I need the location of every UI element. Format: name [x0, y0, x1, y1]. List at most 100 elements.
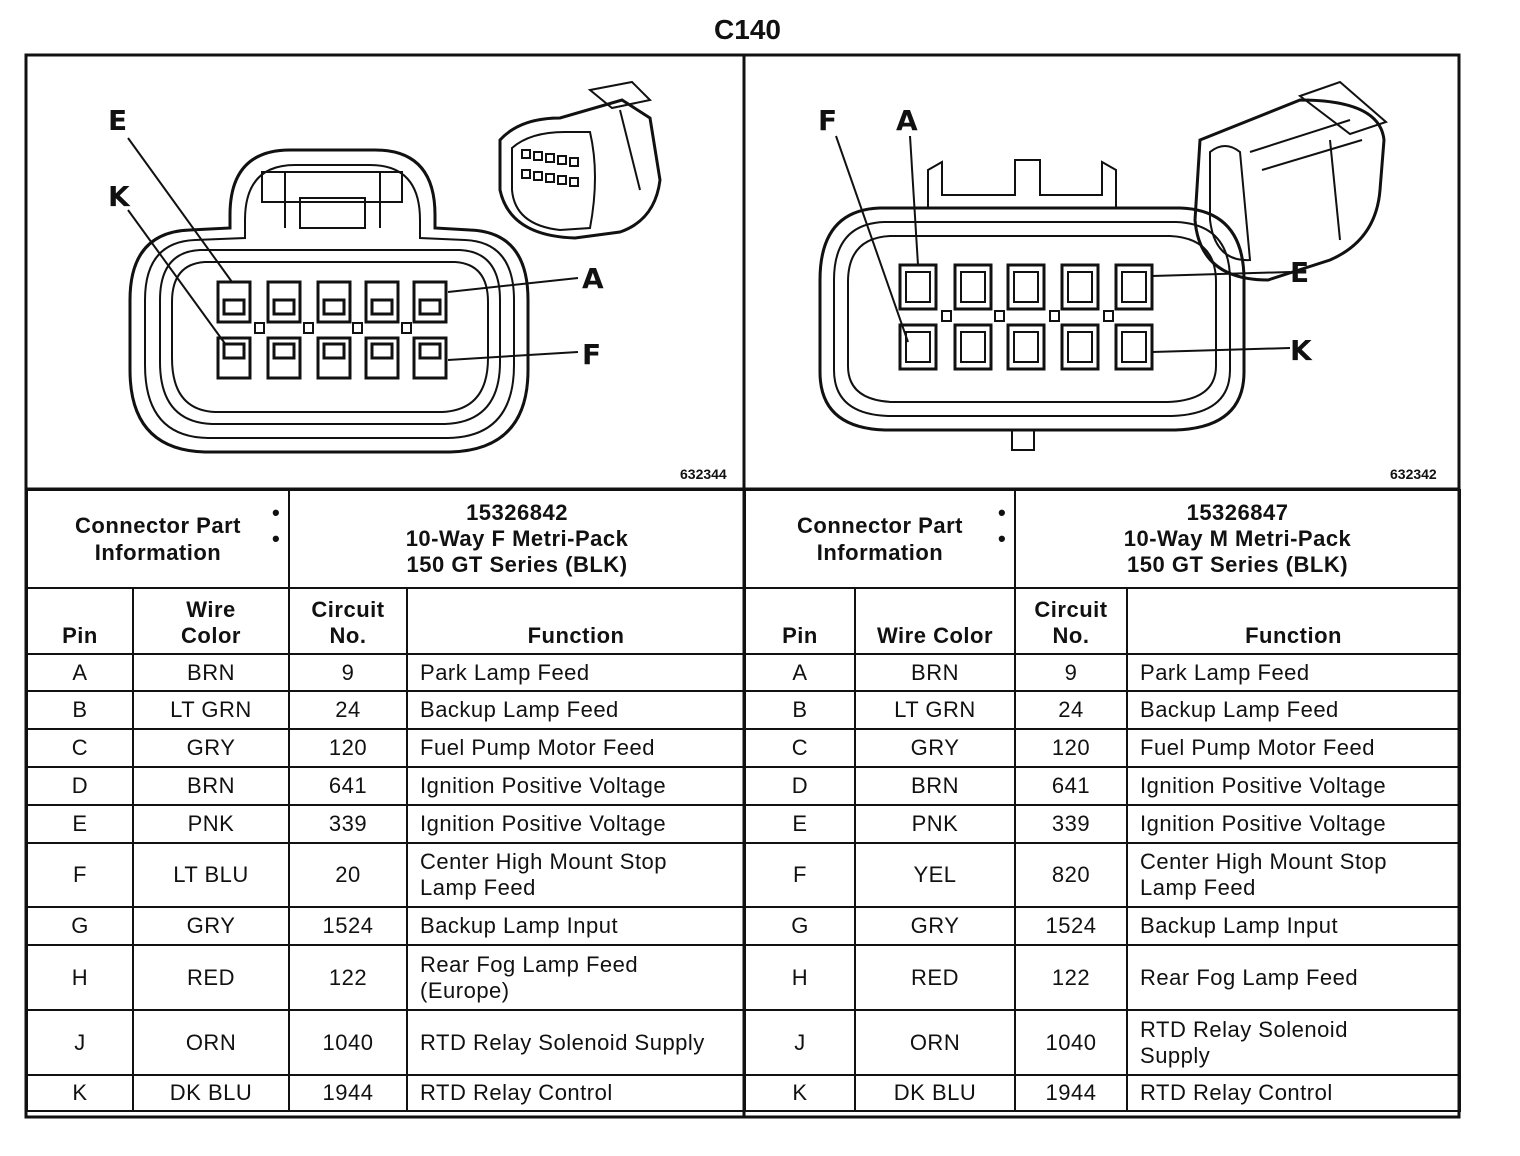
circuit-cell: 339 [1014, 804, 1129, 844]
pin-cell: H [744, 944, 856, 1011]
wire-color-cell: ORN [131, 1009, 291, 1076]
function-cell: RTD Relay Control [1126, 1074, 1462, 1112]
wire-color-cell: YEL [853, 842, 1017, 908]
female-cavities [216, 280, 448, 380]
female-leader-lines [127, 137, 579, 361]
circuit-cell: 20 [288, 842, 409, 908]
pin-cell: A [744, 653, 856, 692]
function-cell: Fuel Pump Motor Feed [1126, 728, 1462, 768]
function-cell: Backup Lamp Input [1126, 906, 1462, 946]
male-cavities [898, 263, 1154, 371]
function-cell: Rear Fog Lamp Feed [1126, 944, 1462, 1011]
pin-cell: E [26, 804, 134, 844]
function-cell: Fuel Pump Motor Feed [406, 728, 747, 768]
connector-part-info-value: 15326847 10-Way M Metri-Pack 150 GT Seri… [998, 489, 1462, 589]
function-cell: RTD Relay Control [406, 1074, 747, 1112]
circuit-cell: 1944 [1014, 1074, 1129, 1112]
header-function: Function [1126, 587, 1462, 655]
function-cell: Park Lamp Feed [406, 653, 747, 692]
female-figure-id: 632344 [680, 466, 727, 482]
connector-part-info-value: 15326842 10-Way F Metri-Pack 150 GT Seri… [272, 489, 747, 589]
female-label-k: K [108, 180, 130, 213]
male-connector-face [818, 159, 1246, 451]
female-label-a: A [582, 262, 604, 295]
connector-part-info-label: Connector Part Information [743, 489, 1017, 589]
function-cell: Ignition Positive Voltage [406, 766, 747, 806]
part-number: 15326847 [998, 500, 1455, 526]
header-function: Function [406, 587, 747, 655]
wire-color-cell: GRY [853, 906, 1017, 946]
wire-color-cell: GRY [131, 728, 291, 768]
male-label-f: F [818, 104, 838, 137]
header-wire-color: Wire Color [853, 587, 1017, 655]
function-cell: Ignition Positive Voltage [1126, 804, 1462, 844]
pin-cell: B [26, 690, 134, 730]
circuit-cell: 641 [288, 766, 409, 806]
header-pin: Pin [26, 587, 134, 655]
circuit-cell: 641 [1014, 766, 1129, 806]
male-label-a: A [896, 104, 918, 137]
pin-cell: B [744, 690, 856, 730]
circuit-cell: 9 [288, 653, 409, 692]
pin-cell: K [744, 1074, 856, 1112]
circuit-cell: 820 [1014, 842, 1129, 908]
wire-color-cell: DK BLU [131, 1074, 291, 1112]
wire-color-cell: BRN [131, 766, 291, 806]
circuit-cell: 24 [288, 690, 409, 730]
circuit-cell: 120 [1014, 728, 1129, 768]
circuit-cell: 24 [1014, 690, 1129, 730]
male-label-k: K [1290, 334, 1312, 367]
pin-cell: A [26, 653, 134, 692]
wire-color-cell: GRY [853, 728, 1017, 768]
function-cell: Rear Fog Lamp Feed(Europe) [406, 944, 747, 1011]
part-number: 15326842 [272, 500, 740, 526]
female-label-e: E [108, 104, 128, 137]
wire-color-cell: LT BLU [131, 842, 291, 908]
male-figure-id: 632342 [1390, 466, 1437, 482]
function-cell: Backup Lamp Feed [406, 690, 747, 730]
circuit-cell: 1944 [288, 1074, 409, 1112]
part-series: 150 GT Series (BLK) [406, 552, 628, 577]
pin-cell: F [26, 842, 134, 908]
circuit-cell: 1040 [1014, 1009, 1129, 1076]
female-label-f: F [582, 338, 602, 371]
circuit-cell: 1040 [288, 1009, 409, 1076]
wire-color-cell: BRN [853, 766, 1017, 806]
wire-color-cell: GRY [131, 906, 291, 946]
pin-cell: J [744, 1009, 856, 1076]
circuit-cell: 1524 [288, 906, 409, 946]
circuit-cell: 339 [288, 804, 409, 844]
header-pin: Pin [744, 587, 856, 655]
circuit-cell: 122 [288, 944, 409, 1011]
part-description: 10-Way F Metri-Pack [272, 526, 740, 552]
wire-color-cell: LT GRN [853, 690, 1017, 730]
wire-color-cell: ORN [853, 1009, 1017, 1076]
function-cell: Backup Lamp Input [406, 906, 747, 946]
pin-cell: D [26, 766, 134, 806]
pin-cell: J [26, 1009, 134, 1076]
wire-color-cell: BRN [853, 653, 1017, 692]
pin-cell: E [744, 804, 856, 844]
female-3d-view [498, 80, 662, 240]
female-pinout-table: Connector Part Information 15326842 10-W… [25, 489, 747, 1112]
wire-color-cell: DK BLU [853, 1074, 1017, 1112]
